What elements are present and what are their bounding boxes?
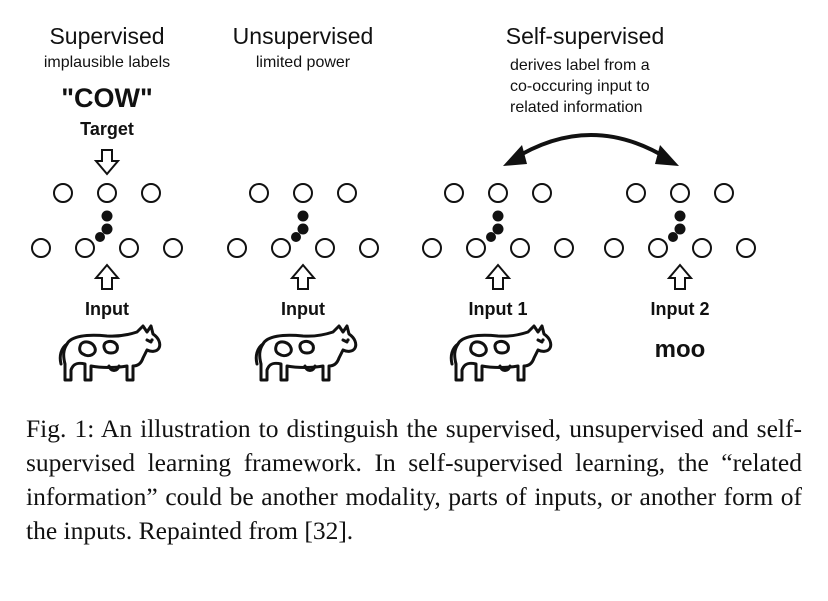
arrow-up-icon <box>486 264 510 290</box>
arrow-down-icon <box>95 149 119 175</box>
panel-title: Self-supervised <box>506 23 665 49</box>
neural-network-icon <box>31 183 183 258</box>
neural-network-icon <box>604 183 756 258</box>
target-caption: Target <box>80 119 134 139</box>
arrow-up-icon <box>291 264 315 290</box>
cow-icon <box>58 324 162 382</box>
learning-framework-diagram: Supervised implausible labels "COW" Targ… <box>31 23 756 382</box>
panel-title: Unsupervised <box>233 23 374 49</box>
figure-caption: Fig. 1: An illustration to distinguish t… <box>26 414 802 545</box>
input-label: Input <box>85 299 129 319</box>
cow-icon <box>254 324 358 382</box>
panel-title: Supervised <box>49 23 164 49</box>
arrow-up-icon <box>668 264 692 290</box>
input-label: Input <box>281 299 325 319</box>
panel-self-supervised: Self-supervised derives label from a co-… <box>422 23 756 382</box>
neural-network-icon <box>422 183 574 258</box>
panel-supervised: Supervised implausible labels "COW" Targ… <box>31 23 183 382</box>
panel-subtitle-line-3: related information <box>510 99 643 116</box>
panel-subtitle: limited power <box>256 54 351 71</box>
arrow-up-icon <box>95 264 119 290</box>
panel-subtitle: implausible labels <box>44 54 170 71</box>
input-2-label: Input 2 <box>651 299 710 319</box>
double-arrow-icon <box>503 133 679 166</box>
target-label-text: "COW" <box>61 83 153 113</box>
panel-subtitle-line-1: derives label from a <box>510 57 650 74</box>
input-1-label: Input 1 <box>469 299 528 319</box>
input-2-text: moo <box>655 336 706 363</box>
neural-network-icon <box>227 183 379 258</box>
panel-unsupervised: Unsupervised limited power Input <box>227 23 379 382</box>
cow-icon <box>449 324 553 382</box>
panel-subtitle-line-2: co-occuring input to <box>510 78 650 95</box>
